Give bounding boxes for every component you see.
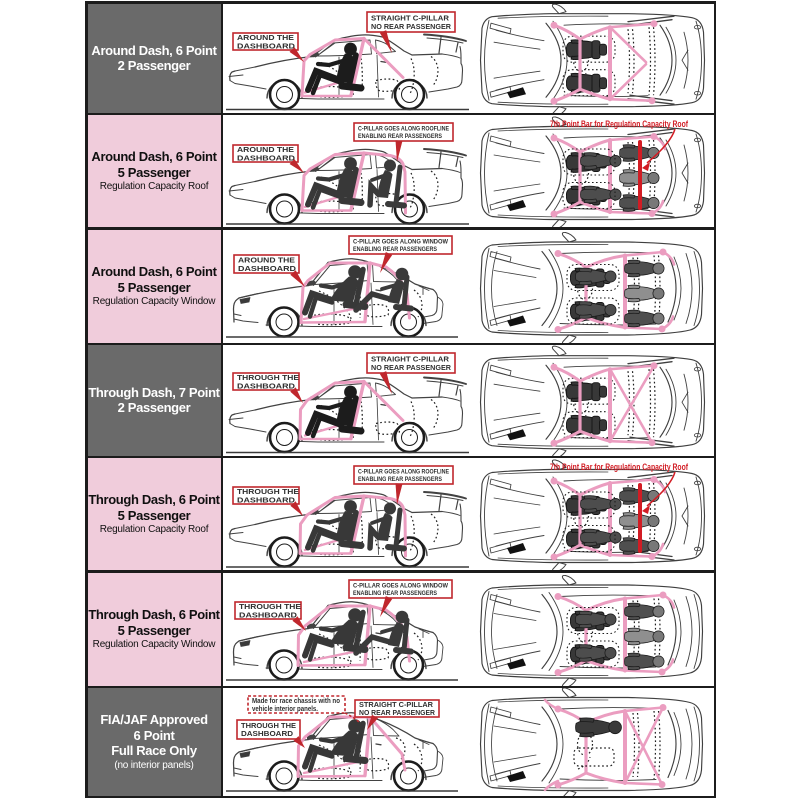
svg-text:NO REAR PASSENGER: NO REAR PASSENGER: [371, 363, 451, 372]
svg-text:C-PILLAR GOES ALONG ROOFLINE: C-PILLAR GOES ALONG ROOFLINE: [358, 469, 449, 476]
svg-text:7th Point Bar for Regulation C: 7th Point Bar for Regulation Capacity Ro…: [550, 462, 689, 473]
svg-text:NO REAR PASSENGER: NO REAR PASSENGER: [359, 710, 435, 717]
svg-text:7th Point Bar for Regulation C: 7th Point Bar for Regulation Capacity Ro…: [550, 119, 689, 130]
svg-text:DASHBOARD: DASHBOARD: [239, 610, 298, 619]
svg-text:STRAIGHT C-PILLAR: STRAIGHT C-PILLAR: [371, 13, 450, 22]
svg-text:Made for race chassis with no: Made for race chassis with no: [252, 698, 340, 705]
svg-text:C-PILLAR GOES ALONG ROOFLINE: C-PILLAR GOES ALONG ROOFLINE: [358, 126, 449, 133]
svg-text:ENABLING REAR PASSENGERS: ENABLING REAR PASSENGERS: [358, 476, 442, 483]
svg-text:DASHBOARD: DASHBOARD: [237, 382, 296, 391]
svg-text:DASHBOARD: DASHBOARD: [237, 496, 296, 505]
svg-text:THROUGH THE: THROUGH THE: [241, 723, 296, 730]
svg-text:STRAIGHT C-PILLAR: STRAIGHT C-PILLAR: [359, 702, 433, 709]
svg-text:ENABLING REAR PASSENGERS: ENABLING REAR PASSENGERS: [353, 246, 437, 253]
svg-text:AROUND THE: AROUND THE: [238, 255, 295, 264]
svg-text:C-PILLAR GOES ALONG WINDOW: C-PILLAR GOES ALONG WINDOW: [353, 582, 449, 589]
svg-text:C-PILLAR GOES ALONG WINDOW: C-PILLAR GOES ALONG WINDOW: [353, 238, 449, 245]
svg-text:DASHBOARD: DASHBOARD: [237, 42, 296, 51]
svg-text:THROUGH THE: THROUGH THE: [239, 601, 301, 610]
svg-text:THROUGH THE: THROUGH THE: [237, 487, 299, 496]
svg-text:AROUND THE: AROUND THE: [237, 145, 294, 154]
svg-text:NO REAR PASSENGER: NO REAR PASSENGER: [371, 22, 451, 31]
svg-text:AROUND THE: AROUND THE: [237, 33, 294, 42]
svg-text:DASHBOARD: DASHBOARD: [238, 264, 297, 273]
svg-text:DASHBOARD: DASHBOARD: [237, 154, 296, 163]
svg-text:ENABLING REAR PASSENGERS: ENABLING REAR PASSENGERS: [353, 590, 437, 597]
svg-text:vehicle interior panels.: vehicle interior panels.: [252, 706, 318, 713]
svg-text:DASHBOARD: DASHBOARD: [241, 731, 293, 738]
svg-text:THROUGH THE: THROUGH THE: [237, 373, 299, 382]
svg-text:STRAIGHT C-PILLAR: STRAIGHT C-PILLAR: [371, 354, 450, 363]
svg-text:ENABLING REAR PASSENGERS: ENABLING REAR PASSENGERS: [358, 133, 442, 140]
